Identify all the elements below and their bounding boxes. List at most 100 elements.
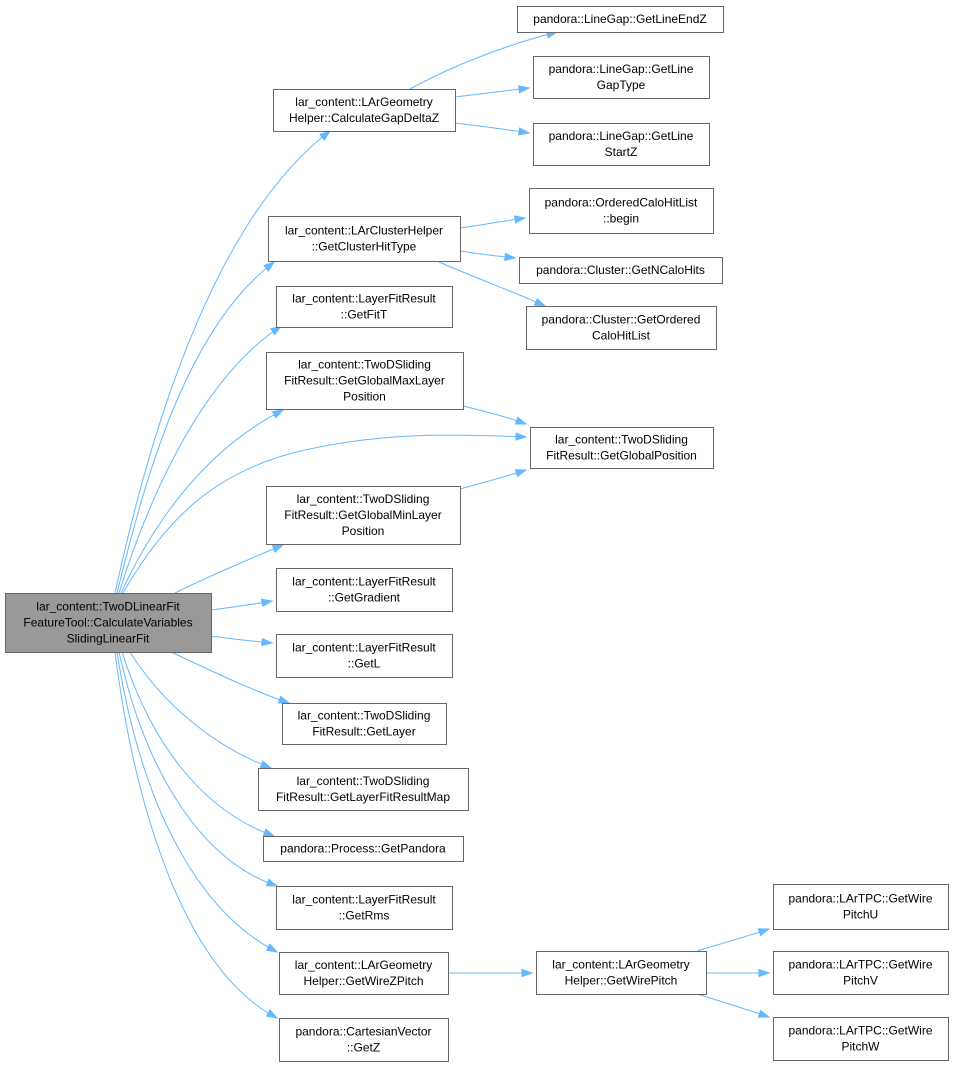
node-label-line: pandora::LArTPC::GetWire (788, 1024, 932, 1038)
edge-root-to-calcGapDeltaZ (114, 130, 332, 594)
node-label-line: pandora::Process::GetPandora (280, 842, 446, 856)
edge-line (122, 434, 527, 594)
edge-getWirePitch-to-wirePitchV (706, 968, 771, 978)
edge-line (454, 87, 530, 98)
arrowhead-icon (269, 325, 283, 336)
node-label-line: ::GetGradient (328, 591, 401, 605)
node-label-line: Helper::CalculateGapDeltaZ (289, 111, 439, 125)
node-box (773, 1017, 949, 1061)
function-node-getPandora[interactable]: pandora::Process::GetPandora (263, 836, 464, 862)
node-label-line: FitResult::GetLayerFitResultMap (276, 790, 450, 804)
function-node-getFitT[interactable]: lar_content::LayerFitResult::GetFitT (276, 286, 453, 328)
function-node-lineEndZ[interactable]: pandora::LineGap::GetLineEndZ (517, 6, 724, 33)
function-node-getGradient[interactable]: lar_content::LayerFitResult::GetGradient (276, 568, 453, 612)
node-box (517, 6, 724, 33)
arrowhead-icon (757, 1009, 771, 1018)
node-label-line: PitchU (843, 908, 878, 922)
edge-line (129, 651, 272, 769)
edge-line (696, 993, 770, 1018)
node-label-line: pandora::Cluster::GetNCaloHits (536, 263, 705, 277)
function-node-getWireZPitch[interactable]: lar_content::LArGeometryHelper::GetWireZ… (279, 952, 449, 995)
function-node-getGlobalPosition[interactable]: lar_content::TwoDSlidingFitResult::GetGl… (530, 427, 714, 469)
node-label-line: Helper::GetWireZPitch (303, 974, 423, 988)
edge-root-to-getClusterHitType (116, 261, 276, 594)
function-node-orderedBegin[interactable]: pandora::OrderedCaloHitList::begin (529, 188, 714, 234)
function-node-getZ[interactable]: pandora::CartesianVector::GetZ (279, 1018, 449, 1062)
node-label-line: lar_content::TwoDSliding (298, 709, 431, 723)
edge-line (170, 651, 290, 704)
arrowhead-icon (263, 261, 276, 272)
node-label-line: lar_content::TwoDSliding (298, 358, 431, 372)
call-graph-nodes: lar_content::TwoDLinearFitFeatureTool::C… (5, 6, 949, 1062)
function-node-getL[interactable]: lar_content::LayerFitResult::GetL (276, 634, 453, 678)
node-box (533, 56, 710, 99)
edge-root-to-getFitT (118, 325, 283, 594)
arrowhead-icon (260, 598, 274, 607)
edge-root-to-getLayer (170, 651, 291, 704)
function-node-getClusterHitType[interactable]: lar_content::LArClusterHelper::GetCluste… (268, 216, 461, 262)
node-box (279, 1018, 449, 1062)
node-box (279, 952, 449, 995)
arrowhead-icon (514, 469, 528, 478)
node-label-line: pandora::Cluster::GetOrdered (542, 313, 701, 327)
arrowhead-icon (265, 943, 279, 953)
node-label-line: GapType (597, 78, 646, 92)
node-label-line: lar_content::LayerFitResult (292, 641, 436, 655)
arrowhead-icon (262, 828, 276, 837)
arrowhead-icon (271, 409, 285, 419)
arrowhead-icon (277, 695, 291, 704)
function-node-getGlobalMaxLayerPosition[interactable]: lar_content::TwoDSlidingFitResult::GetGl… (266, 352, 464, 410)
function-node-getLayerFitResultMap[interactable]: lar_content::TwoDSlidingFitResult::GetLa… (258, 768, 469, 811)
arrowhead-icon (515, 432, 528, 441)
function-node-calcGapDeltaZ[interactable]: lar_content::LArGeometryHelper::Calculat… (273, 89, 456, 132)
edge-root-to-getPandora (121, 651, 276, 837)
node-box (263, 836, 464, 862)
function-node-getWirePitch[interactable]: lar_content::LArGeometryHelper::GetWireP… (536, 951, 707, 995)
function-node-getGlobalMinLayerPosition[interactable]: lar_content::TwoDSlidingFitResult::GetGl… (266, 486, 461, 545)
node-box (273, 89, 456, 132)
call-graph-edges (114, 30, 771, 1019)
node-label-line: FeatureTool::CalculateVariables (23, 616, 192, 630)
function-node-getLayer[interactable]: lar_content::TwoDSlidingFitResult::GetLa… (282, 703, 447, 745)
node-label-line: pandora::LineGap::GetLineEndZ (533, 12, 706, 26)
node-label-line: pandora::LArTPC::GetWire (788, 892, 932, 906)
node-label-line: lar_content::LArGeometry (552, 958, 689, 972)
node-box (519, 257, 723, 284)
function-node-getRms[interactable]: lar_content::LayerFitResult::GetRms (276, 886, 453, 930)
edge-root-to-getGlobalPosition (122, 432, 528, 594)
arrowhead-icon (514, 416, 528, 425)
node-label-line: lar_content::TwoDSliding (297, 774, 430, 788)
node-label-line: pandora::CartesianVector (295, 1025, 431, 1039)
edge-line (174, 544, 284, 594)
node-box (266, 352, 464, 410)
node-label-line: ::GetL (348, 657, 381, 671)
edge-line (116, 261, 275, 594)
function-node-getNCaloHits[interactable]: pandora::Cluster::GetNCaloHits (519, 257, 723, 284)
node-label-line: ::GetClusterHitType (312, 240, 417, 254)
node-label-line: ::begin (603, 212, 639, 226)
arrowhead-icon (265, 1009, 279, 1019)
node-label-line: pandora::LArTPC::GetWire (788, 958, 932, 972)
node-label-line: lar_content::LayerFitResult (292, 292, 436, 306)
edge-getGlobalMinLayerPosition-to-getGlobalPosition (459, 469, 528, 490)
node-box (276, 286, 453, 328)
edge-line (409, 31, 558, 90)
arrowhead-icon (265, 878, 279, 887)
node-box (268, 216, 461, 262)
node-label-line: ::GetRms (339, 909, 390, 923)
root-function-node: lar_content::TwoDLinearFitFeatureTool::C… (5, 593, 212, 653)
node-box (533, 123, 710, 166)
node-label-line: ::GetFitT (341, 308, 388, 322)
node-label-line: lar_content::TwoDLinearFit (36, 600, 180, 614)
edge-getClusterHitType-to-getOrderedCaloHitList (436, 260, 547, 307)
node-label-line: lar_content::LayerFitResult (292, 893, 436, 907)
edge-root-to-getWireZPitch (116, 651, 279, 953)
edge-getWirePitch-to-wirePitchW (696, 993, 771, 1018)
